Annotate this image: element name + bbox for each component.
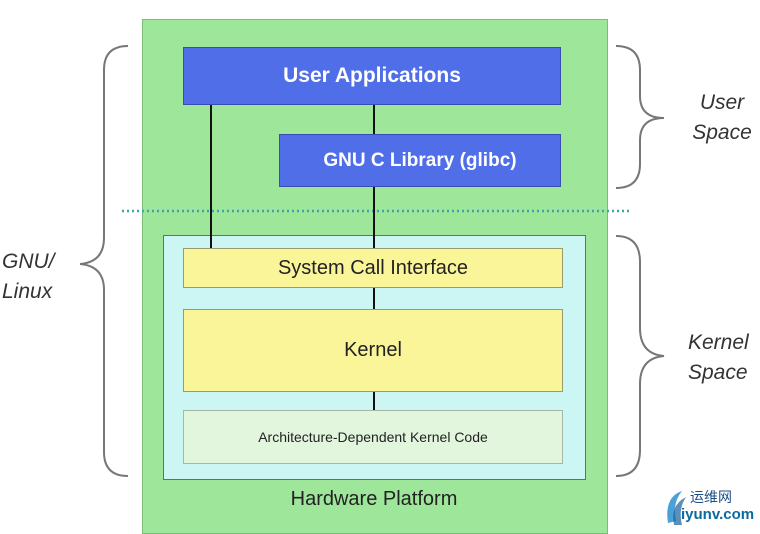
- watermark-logo-icon: [667, 491, 686, 525]
- gnu-linux-line-2: Linux: [2, 280, 53, 303]
- gnu-linux-label: GNU/ Linux: [2, 247, 55, 307]
- gnu-linux-brace: [79, 45, 129, 477]
- kernel-space-line-1: Kernel: [688, 331, 749, 354]
- kernel-space-line-2: Space: [688, 361, 748, 384]
- watermark-url: iyunv.com: [681, 506, 755, 523]
- user-space-line-2: Space: [692, 121, 752, 144]
- glibc-label: GNU C Library (glibc): [323, 149, 517, 171]
- kernel-space-label: Kernel Space: [688, 328, 749, 388]
- user-space-brace: [615, 45, 665, 189]
- user-space-label: User Space: [682, 88, 760, 148]
- kernel-space-brace: [615, 235, 665, 477]
- user-space-line-1: User: [699, 91, 745, 114]
- kernel-label: Kernel: [344, 339, 402, 361]
- gnu-linux-line-1: GNU/: [2, 250, 55, 273]
- user-applications-box: User Applications: [183, 47, 561, 105]
- hardware-platform-label: Hardware Platform: [290, 488, 458, 510]
- arch-dependent-code-box: Architecture-Dependent Kernel Code: [183, 410, 563, 464]
- kernel-box: Kernel: [183, 309, 563, 392]
- system-call-interface-box: System Call Interface: [183, 248, 563, 288]
- arch-dependent-code-label: Architecture-Dependent Kernel Code: [258, 429, 488, 445]
- user-applications-label: User Applications: [283, 64, 461, 87]
- glibc-box: GNU C Library (glibc): [279, 134, 561, 187]
- watermark-text: 运维网: [690, 490, 732, 506]
- system-call-interface-label: System Call Interface: [277, 256, 469, 279]
